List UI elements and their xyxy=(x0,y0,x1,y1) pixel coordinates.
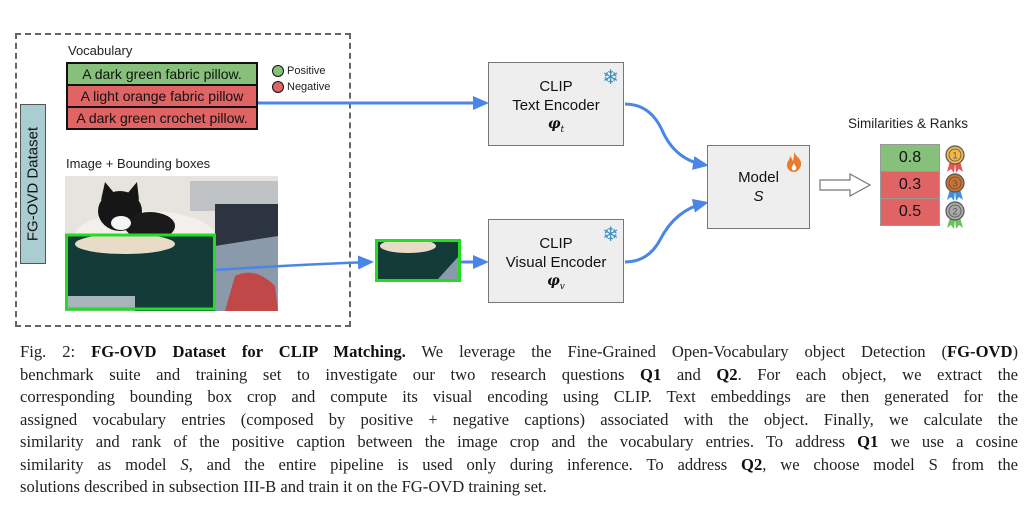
vocab-entry-negative: A dark green crochet pillow. xyxy=(66,106,258,130)
snowflake-icon: ❄ xyxy=(602,67,619,89)
caption-text: , and the entire pipeline is used only d… xyxy=(188,454,742,474)
caption-line: assigned vocabulary entries (composed by… xyxy=(20,409,1018,432)
caption-bold-text: Q1 xyxy=(857,432,879,451)
caption-line: corresponding bounding box crop and comp… xyxy=(20,386,1018,409)
caption-text: benchmark suite and training set to inve… xyxy=(20,364,641,384)
caption-line: solutions described in subsection III-B … xyxy=(20,476,1018,499)
similarity-row-positive: 0.8 xyxy=(880,144,940,172)
flow-arrows xyxy=(214,96,872,272)
negative-dot-icon xyxy=(272,81,284,93)
caption-bold-text: Q2 xyxy=(716,364,738,384)
caption-line: similarity and rank of the positive capt… xyxy=(20,431,1018,454)
svg-text:2: 2 xyxy=(952,207,957,217)
bbox-to-crop-arrow xyxy=(214,255,374,272)
caption-text: solutions described in subsection III-B … xyxy=(20,477,547,496)
clip-text-encoder: ❄ CLIP Text Encoder φt xyxy=(488,62,624,146)
caption-text: and xyxy=(661,364,717,384)
bbox-crop-thumbnail xyxy=(375,239,461,282)
silver-medal-rank-2-icon: 2 xyxy=(945,201,965,229)
phi-t-symbol: φt xyxy=(547,116,565,135)
caption-text: corresponding bounding box crop and comp… xyxy=(20,387,1018,406)
vocabulary-title: Vocabulary xyxy=(68,43,133,58)
dataset-container xyxy=(15,33,351,327)
similarity-row-negative: 0.3 xyxy=(880,171,940,199)
output-arrow xyxy=(819,172,872,198)
legend: Positive Negative xyxy=(272,63,330,95)
legend-positive: Positive xyxy=(272,63,330,79)
caption-text: . For each object, we extract the xyxy=(737,364,1018,384)
cat-photo xyxy=(65,176,278,311)
figure-caption: Fig. 2: FG-OVD Dataset for CLIP Matching… xyxy=(20,341,1018,499)
bronze-medal-rank-3-icon: 3 xyxy=(945,173,965,201)
svg-text:3: 3 xyxy=(952,179,957,189)
vocabulary-list: A dark green fabric pillow. A light oran… xyxy=(66,62,258,130)
caption-bold-text: FG-OVD Dataset for CLIP Matching. xyxy=(91,342,406,361)
caption-bold-text: Q1 xyxy=(640,364,662,384)
caption-text: We leverage the Fine-Grained Open-Vocabu… xyxy=(405,342,948,361)
similarities-title: Similarities & Ranks xyxy=(848,116,969,131)
caption-text: , we choose model S from the xyxy=(762,454,1018,474)
caption-line: Fig. 2: FG-OVD Dataset for CLIP Matching… xyxy=(20,341,1018,364)
phi-v-symbol: φv xyxy=(547,273,565,292)
caption-line: benchmark suite and training set to inve… xyxy=(20,364,1018,387)
crop-illustration xyxy=(380,242,458,279)
caption-text: similarity and rank of the positive capt… xyxy=(20,432,858,451)
fire-icon xyxy=(787,152,802,172)
caption-text: ) xyxy=(1012,342,1018,361)
caption-line: similarity as model S, and the entire pi… xyxy=(20,454,1018,477)
gold-medal-rank-1-icon: 1 xyxy=(945,145,965,173)
dataset-label: FG-OVD Dataset xyxy=(20,104,46,264)
caption-text: we use a cosine xyxy=(878,432,1019,451)
caption-bold-text: FG-OVD xyxy=(947,342,1013,361)
model-s: Model S xyxy=(707,145,810,229)
snowflake-icon: ❄ xyxy=(602,224,619,246)
similarity-row-negative: 0.5 xyxy=(880,198,940,226)
text-encoder-to-model-arrow xyxy=(624,102,709,170)
bounding-box xyxy=(65,233,216,311)
clip-visual-encoder: ❄ CLIP Visual Encoder φv xyxy=(488,219,624,303)
vocab-entry-negative: A light orange fabric pillow xyxy=(66,84,258,108)
caption-text: Fig. 2: xyxy=(20,342,92,361)
cat-photo-illustration xyxy=(65,176,278,311)
image-section-title: Image + Bounding boxes xyxy=(66,156,211,171)
caption-italic-text: S xyxy=(180,454,189,474)
visual-encoder-to-model-arrow xyxy=(624,198,709,264)
positive-dot-icon xyxy=(272,65,284,77)
svg-text:1: 1 xyxy=(952,151,957,161)
caption-text: assigned vocabulary entries (composed by… xyxy=(20,409,1018,429)
caption-bold-text: Q2 xyxy=(741,454,763,474)
legend-negative: Negative xyxy=(272,79,330,95)
similarities-table: 0.8 0.3 0.5 xyxy=(880,144,940,226)
caption-text: similarity as model xyxy=(20,454,181,474)
